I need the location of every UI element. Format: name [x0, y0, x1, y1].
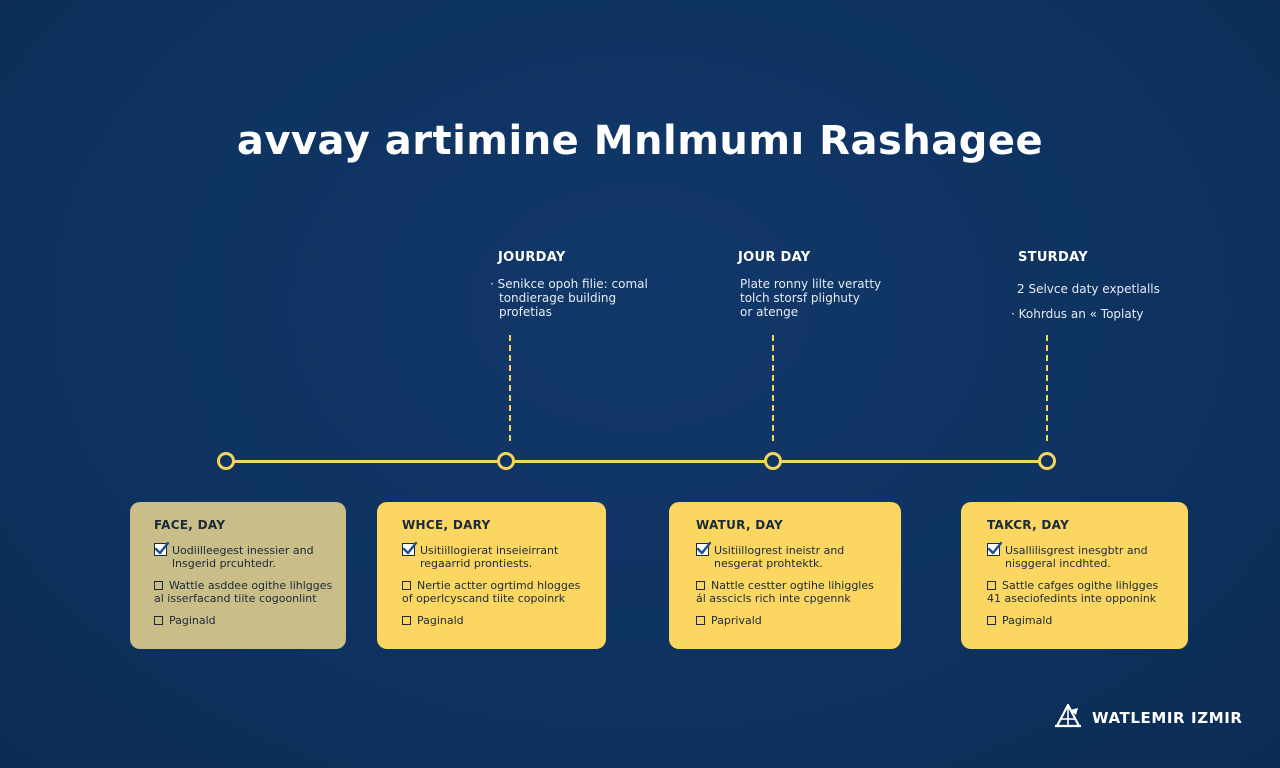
milestone-note-line: 2 Selvce daty expetlalls [1017, 282, 1160, 296]
checklist-text: Paprivald [711, 614, 762, 627]
checklist-text: ál asscicls rich inte cpgennk [696, 592, 851, 605]
checkbox-empty-icon[interactable] [154, 616, 163, 625]
milestone-note-1: · Senikce opoh filie: comal tondierage b… [490, 277, 648, 319]
milestone-connector-3 [1046, 335, 1048, 441]
milestone-note-line: Senikce opoh filie: comal [497, 277, 648, 291]
card-title: WATUR, DAY [696, 518, 783, 532]
checklist-text: al isserfacand tiite cogoonlint [154, 592, 317, 605]
milestone-connector-2 [772, 335, 774, 441]
checklist-text: Sattle cafges ogithe lihlgges [1002, 579, 1159, 592]
checklist-text: Nertie actter ogrtimd hlogges [417, 579, 581, 592]
brand: WATLEMIR IZMIR [1052, 700, 1243, 736]
checkbox-empty-icon[interactable] [402, 616, 411, 625]
checklist-text: Uodiilleegest inessier and [172, 544, 314, 557]
checklist-text: Wattle asddee ogithe lihlgges [169, 579, 333, 592]
checkbox-checked-icon[interactable] [987, 541, 1003, 556]
milestone-label-1: JOURDAY [498, 250, 566, 265]
milestone-note-line: · Kohrdus an « Toplaty [1011, 307, 1144, 321]
checklist-text: Nattle cestter ogtihe lihiggles [711, 579, 874, 592]
checklist-text: nisggeral incdhted. [1005, 557, 1111, 570]
milestone-note-2: Plate ronny lilte veratty tolch storsf p… [740, 277, 881, 319]
timeline-node-2 [497, 452, 515, 470]
checklist-text: Pagimald [1002, 614, 1053, 627]
milestone-note-line: or atenge [740, 305, 799, 319]
checkbox-empty-icon[interactable] [987, 616, 996, 625]
checklist-text: Usallilisgrest inesgbtr and [1005, 544, 1148, 557]
milestone-connector-1 [509, 335, 511, 441]
checkbox-empty-icon[interactable] [696, 616, 705, 625]
checkbox-empty-icon[interactable] [154, 581, 163, 590]
milestone-label-3: STURDAY [1018, 250, 1088, 265]
checklist-item: Pagimald [987, 614, 1188, 627]
milestone-note-line: Plate ronny lilte veratty [740, 277, 882, 291]
timeline-node-3 [764, 452, 782, 470]
checklist-text: Usitiillogierat inseieirrant [420, 544, 559, 557]
checklist-text: lnsgerid prcuhtedr. [172, 557, 276, 570]
milestone-note-line: tondierage building [499, 291, 617, 305]
timeline-node-4 [1038, 452, 1056, 470]
diagram-title: avvay artimine Mnlmumı Rashagee [236, 118, 1044, 164]
card-title: TAKCR, DAY [987, 518, 1070, 532]
card-title: FACE, DAY [154, 518, 226, 532]
checklist-item: Paginald [402, 614, 606, 627]
checklist-text: regaarrid prontiests. [420, 557, 533, 570]
brand-name: WATLEMIR IZMIR [1092, 709, 1243, 727]
checklist-text: 41 aseciofedints inte opponink [987, 592, 1157, 605]
milestone-bullet-1: · [490, 277, 494, 291]
checkbox-empty-icon[interactable] [402, 581, 411, 590]
checkbox-checked-icon[interactable] [696, 541, 712, 556]
milestone-note-3: 2 Selvce daty expetlalls · Kohrdus an « … [1011, 277, 1160, 327]
checkbox-checked-icon[interactable] [154, 541, 170, 556]
brand-logo-icon [1052, 700, 1084, 736]
checklist-text: Paginald [169, 614, 216, 627]
checklist-text: Paginald [417, 614, 464, 627]
checklist-text: of operlcyscand tiite copoinrk [402, 592, 566, 605]
milestone-label-2: JOUR DAY [738, 250, 811, 265]
checkbox-checked-icon[interactable] [402, 541, 418, 556]
checklist-item: Paprivald [696, 614, 901, 627]
milestone-note-line: profetias [499, 305, 552, 319]
card-title: WHCE, DARY [402, 518, 491, 532]
checklist-text: nesgerat prohtektk. [714, 557, 823, 570]
checkbox-empty-icon[interactable] [696, 581, 705, 590]
milestone-note-line: tolch storsf plighuty [740, 291, 860, 305]
checkbox-empty-icon[interactable] [987, 581, 996, 590]
timeline-axis [226, 460, 1048, 463]
timeline-node-1 [217, 452, 235, 470]
checklist-text: Usitiillogrest ineistr and [714, 544, 845, 557]
checklist-item: Paginald [154, 614, 346, 627]
